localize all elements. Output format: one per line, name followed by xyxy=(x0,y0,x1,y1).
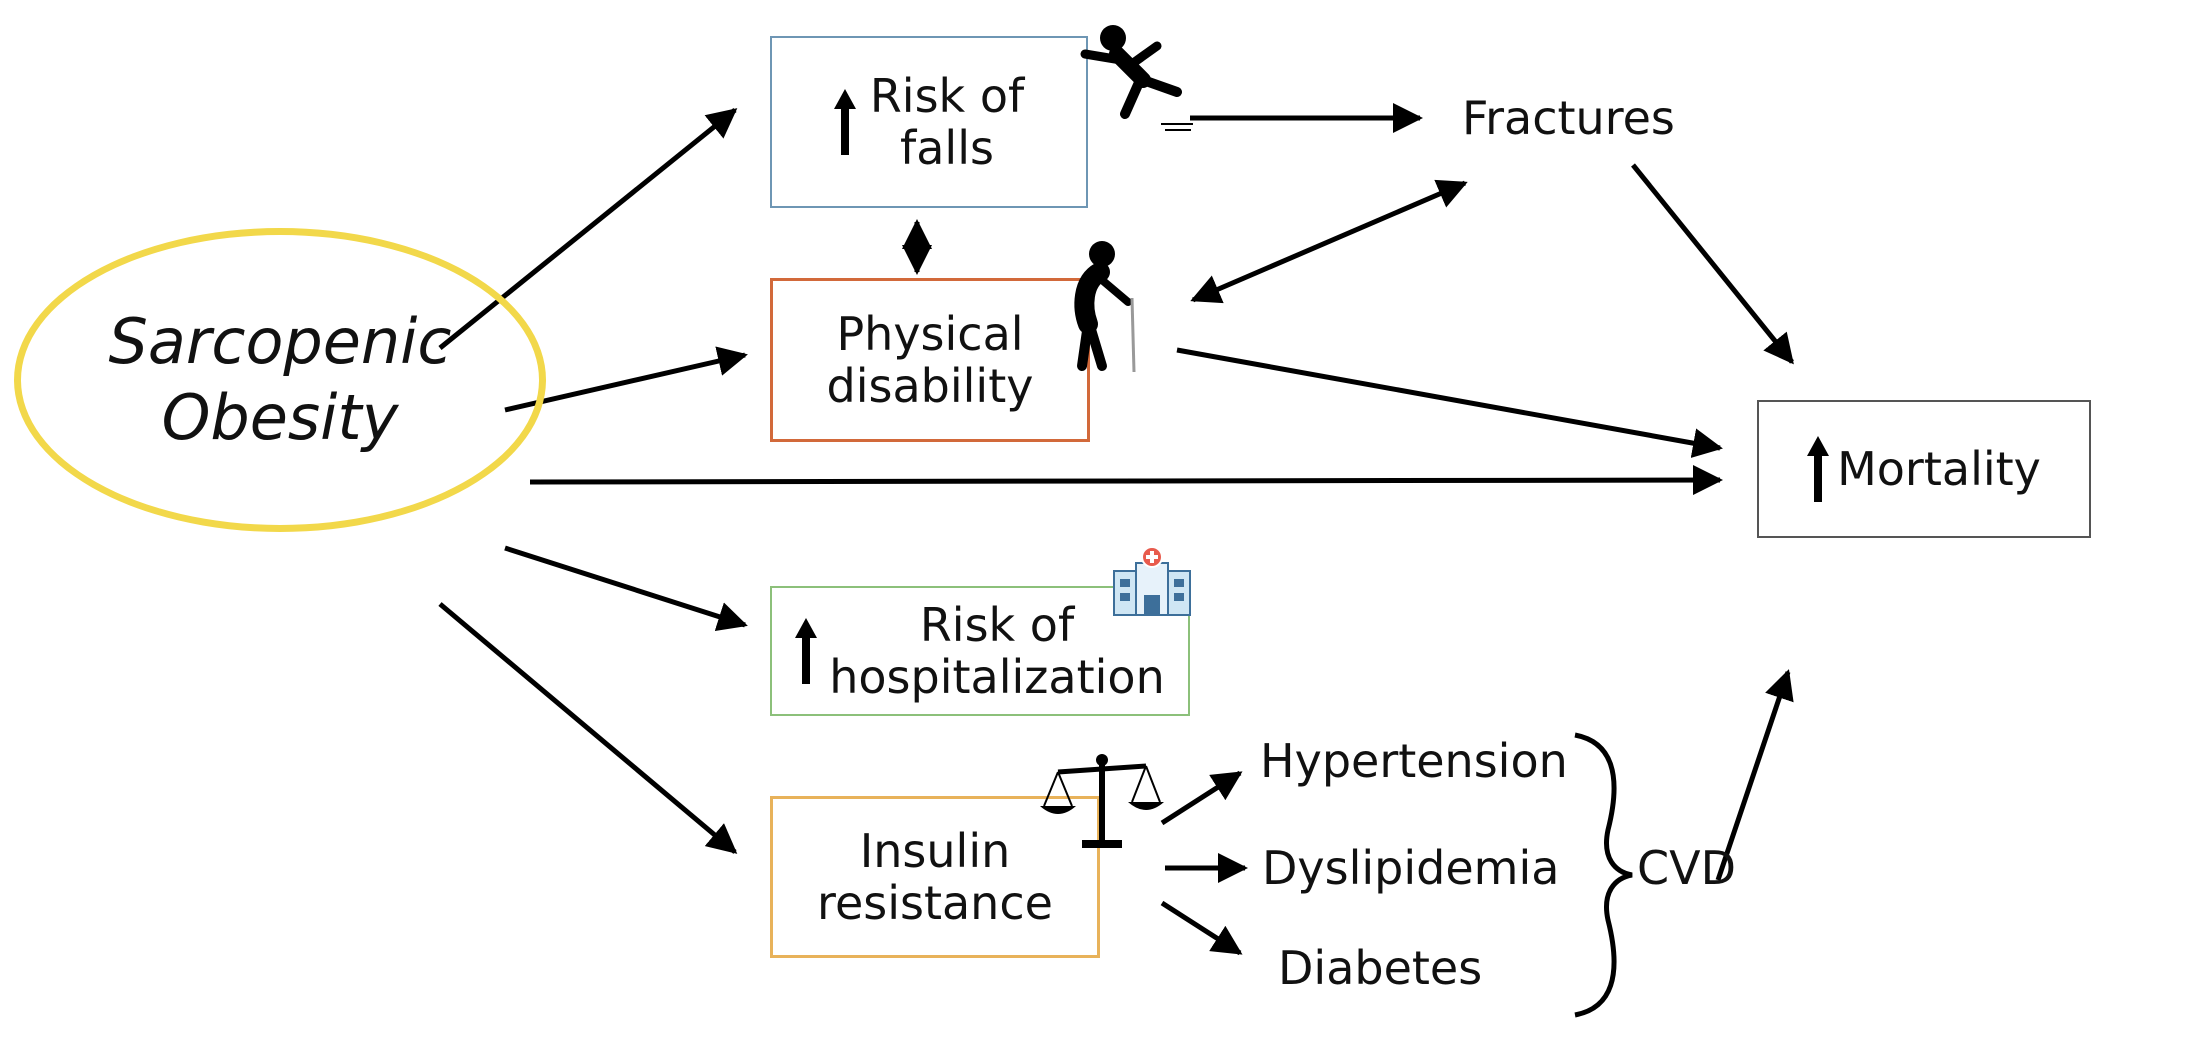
physical-disability-box: Physical disability xyxy=(770,278,1090,442)
sarcopenic-obesity-node: Sarcopenic Obesity xyxy=(14,228,546,532)
arrow-disability-fractures xyxy=(1190,179,1468,304)
cvd-label: CVD xyxy=(1637,841,1737,895)
falls-line-1: Risk of xyxy=(869,69,1025,123)
hospitalization-line-1: Risk of xyxy=(919,598,1075,652)
hospital-icon xyxy=(1113,546,1191,616)
arrow-fractures-to-mortality xyxy=(1631,163,1794,365)
arrow-so-to-hospitalization xyxy=(504,545,748,632)
dyslipidemia-label: Dyslipidemia xyxy=(1262,841,1560,895)
up-arrow-icon xyxy=(1807,436,1830,502)
arrow-insulin-to-hypertension xyxy=(1160,770,1243,826)
curly-brace-icon xyxy=(1574,732,1633,1018)
risk-of-falls-box: Risk of falls xyxy=(770,36,1088,208)
elderly-cane-icon xyxy=(1074,241,1136,373)
balance-scale-icon xyxy=(1040,754,1164,848)
diabetes-label: Diabetes xyxy=(1278,941,1483,995)
insulin-line-1: Insulin xyxy=(859,824,1011,878)
insulin-line-2: resistance xyxy=(817,876,1053,930)
hypertension-label: Hypertension xyxy=(1260,734,1568,788)
up-arrow-icon xyxy=(833,89,856,155)
fractures-label: Fractures xyxy=(1462,91,1675,145)
arrow-so-to-disability xyxy=(504,346,748,413)
disability-line-2: disability xyxy=(826,359,1034,413)
insulin-resistance-box: Insulin resistance xyxy=(770,796,1100,958)
hospitalization-line-2: hospitalization xyxy=(829,650,1165,704)
center-line-2: Obesity xyxy=(161,381,399,454)
disability-line-1: Physical xyxy=(836,307,1024,361)
arrow-disability-to-mortality xyxy=(1176,347,1723,458)
arrow-so-to-mortality xyxy=(529,465,1723,496)
arrow-insulin-to-diabetes xyxy=(1160,900,1243,956)
falling-person-icon xyxy=(1080,25,1193,131)
arrow-cvd-to-mortality xyxy=(1715,669,1794,881)
risk-of-hospitalization-box: Risk of hospitalization xyxy=(770,586,1190,716)
mortality-box: Mortality xyxy=(1757,400,2091,538)
mortality-label: Mortality xyxy=(1837,442,2041,496)
arrow-so-to-insulin xyxy=(438,602,738,854)
falls-line-2: falls xyxy=(900,121,994,175)
center-line-1: Sarcopenic xyxy=(108,305,452,378)
up-arrow-icon xyxy=(795,618,818,684)
